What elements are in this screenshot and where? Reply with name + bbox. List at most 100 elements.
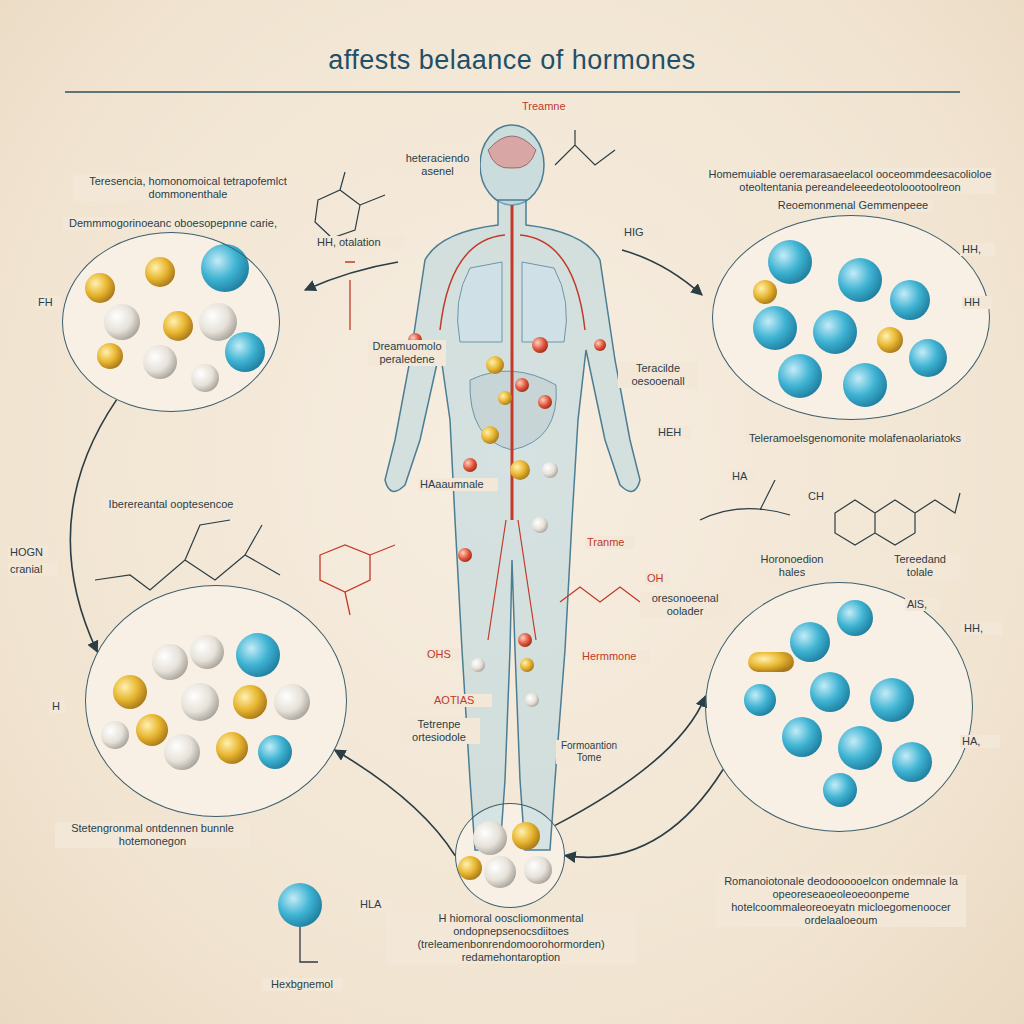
pill-cluster	[782, 717, 822, 757]
annotation-label: Hermmone	[580, 650, 650, 663]
pointer-arrow	[305, 250, 702, 295]
title-rule	[65, 92, 960, 93]
node-heading: Teresencia, homonomoical tetrapofemlct d…	[73, 175, 303, 201]
pill-cluster	[843, 363, 887, 407]
magnifier-ground	[62, 232, 280, 412]
human-figure	[385, 125, 640, 850]
pill-cluster	[233, 685, 267, 719]
annotation-label: Teracilde oesooenall	[618, 362, 698, 388]
pill-cluster	[152, 644, 188, 680]
pointer-arrow	[305, 262, 398, 290]
annotation-label: Tranme	[585, 536, 635, 549]
chemical-structure-red	[320, 545, 395, 615]
annotation-label: HLA	[358, 898, 393, 911]
human-figure	[518, 633, 532, 647]
human-figure	[458, 548, 472, 562]
pill-cluster	[164, 734, 200, 770]
pointer-arrow	[622, 250, 702, 295]
node-subheading: Reoemonmenal Gemmenpeee	[773, 199, 933, 212]
human-figure	[481, 426, 499, 444]
pill-cluster	[225, 332, 265, 372]
pill-cluster	[190, 635, 224, 669]
annotation-label: HIG	[622, 226, 662, 239]
pill-cluster	[870, 678, 914, 722]
pill-cluster	[823, 773, 857, 807]
pill-cluster	[877, 327, 903, 353]
pill-cluster	[145, 257, 175, 287]
pill-cluster	[753, 280, 777, 304]
annotation-label: Teleramoelsgenomonite molafenaolariatoks	[745, 432, 965, 445]
pill-cluster	[97, 343, 123, 369]
annotation-label: Stetengronmal ontdennen bunnle hotemoneg…	[55, 822, 250, 848]
sample-sphere	[300, 927, 318, 962]
node-heading: H hiomoral ooscliomonmental ondopnepseno…	[386, 912, 636, 964]
pill-cluster	[473, 821, 507, 855]
pill-cluster	[458, 856, 482, 880]
human-figure	[486, 356, 504, 374]
magnifier-ground	[85, 585, 347, 817]
annotation-label: Horonoedion hales	[752, 553, 832, 579]
pill-cluster	[512, 822, 540, 850]
pill-cluster	[199, 303, 237, 341]
chemical-structure-red	[320, 262, 640, 615]
annotation-label: Dreamuomolo peraledene	[368, 340, 446, 366]
pill-cluster	[216, 732, 248, 764]
diagram-title: affests belaance of hormones	[0, 44, 1024, 76]
pill-cluster	[768, 240, 812, 284]
pill-cluster	[163, 311, 193, 341]
annotation-label: CH	[806, 490, 831, 503]
human-figure	[594, 339, 606, 351]
pill-cluster	[813, 310, 857, 354]
human-figure	[510, 460, 530, 480]
pill-cluster	[744, 684, 776, 716]
annotation-label: HH,	[962, 622, 1002, 635]
human-figure	[385, 200, 640, 850]
annotation-label: heteraciendo asenel	[395, 152, 480, 178]
pill-cluster	[258, 735, 292, 769]
annotation-label: HEH	[656, 426, 691, 439]
annotation-label: OHS	[425, 648, 460, 661]
annotation-label: OH	[645, 572, 670, 585]
pill-cluster	[113, 675, 147, 709]
annotation-label: HA	[730, 470, 755, 483]
annotation-label: HH, otalation	[315, 236, 405, 249]
human-figure	[480, 125, 544, 205]
pill-cluster	[274, 684, 310, 720]
chemical-structure	[700, 480, 790, 520]
human-figure	[458, 262, 502, 342]
chemical-structure	[315, 172, 385, 238]
pill-cluster	[201, 244, 249, 292]
annotation-label: Tereedand tolale	[880, 553, 960, 579]
chemical-structure	[95, 520, 280, 590]
annotation-label: Formoantion Tome	[556, 740, 622, 764]
human-figure	[498, 391, 512, 405]
pill-cluster	[85, 240, 947, 888]
pill-cluster	[892, 742, 932, 782]
pill-cluster	[191, 364, 219, 392]
pill-cluster	[753, 306, 797, 350]
cycle-arrow	[565, 770, 723, 858]
pill-cluster	[181, 683, 219, 721]
node-heading: Romanoiotonale deodoooooelcon ondemnale …	[716, 875, 966, 927]
chemical-structure	[555, 130, 615, 165]
pill-cluster	[748, 652, 794, 672]
chemical-structure-red	[560, 587, 640, 602]
annotation-label: HH	[962, 296, 992, 309]
annotation-label: Tetrenpe ortesiodole	[398, 718, 480, 744]
pill-cluster	[104, 304, 140, 340]
pill-cluster	[524, 856, 552, 884]
pill-cluster	[909, 339, 947, 377]
annotation-label: Treamne	[520, 100, 590, 113]
human-figure	[532, 517, 548, 533]
cycle-arrow	[555, 696, 705, 825]
cycle-arrow	[335, 750, 455, 856]
pill-cluster	[838, 726, 882, 770]
annotation-label: HAaaumnale	[418, 478, 498, 491]
pill-cluster	[778, 354, 822, 398]
sample-sphere	[278, 883, 322, 962]
pill-cluster	[484, 856, 516, 888]
human-figure	[488, 520, 536, 640]
annotation-label: HOGN	[8, 546, 48, 559]
human-figure	[440, 235, 505, 330]
